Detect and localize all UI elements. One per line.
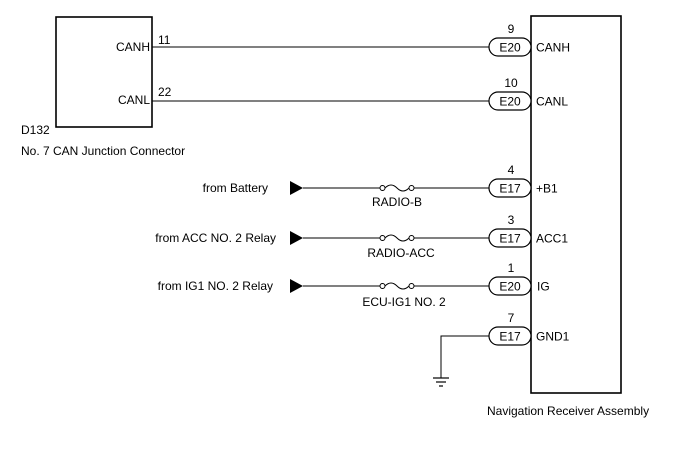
power-wire-ig: from IG1 NO. 2 Relay ECU-IG1 NO. 2	[158, 279, 489, 309]
terminal-gnd1: 7 E17 GND1	[488, 311, 570, 346]
navigation-receiver-box	[530, 15, 622, 394]
connector-code: E17	[499, 232, 521, 246]
fuse-label-radio-acc: RADIO-ACC	[367, 246, 435, 260]
ground-wire	[433, 335, 489, 387]
source-label-battery: from Battery	[203, 181, 268, 195]
signal-label: CANL	[536, 95, 568, 109]
fuse-icon	[379, 282, 415, 290]
junction-pin-label-canh: CANH	[116, 40, 150, 54]
terminal-canl: 10 E20 CANL	[488, 76, 568, 111]
terminal-ig: 1 E20 IG	[488, 261, 550, 296]
connector-code: E20	[499, 280, 521, 294]
connector-code: E17	[499, 330, 521, 344]
terminal-acc1: 3 E17 ACC1	[488, 213, 568, 248]
power-wire-acc: from ACC NO. 2 Relay RADIO-ACC	[155, 231, 489, 260]
pin-number: 7	[508, 311, 515, 325]
junction-pin-number-canl: 22	[158, 85, 172, 99]
connector-capsule	[488, 326, 532, 346]
pin-number: 3	[508, 213, 515, 227]
connector-capsule	[488, 37, 532, 57]
junction-connector-box	[55, 16, 153, 128]
connector-capsule	[488, 178, 532, 198]
connector-capsule	[488, 228, 532, 248]
pin-number: 10	[504, 76, 518, 90]
connector-code: E20	[499, 41, 521, 55]
signal-label: IG	[537, 280, 550, 294]
source-label-ig: from IG1 NO. 2 Relay	[158, 279, 273, 293]
connector-code: E20	[499, 95, 521, 109]
terminal-b1: 4 E17 +B1	[488, 163, 558, 198]
junction-pin-label-canl: CANL	[118, 93, 150, 107]
signal-label: CANH	[536, 41, 570, 55]
arrow-icon	[290, 231, 303, 245]
terminal-canh: 9 E20 CANH	[488, 22, 570, 57]
signal-label: +B1	[536, 182, 558, 196]
pin-number: 9	[508, 22, 515, 36]
connector-capsule	[488, 276, 532, 296]
junction-connector-code: D132	[21, 123, 50, 137]
fuse-label-radio-b: RADIO-B	[372, 195, 422, 209]
signal-label: GND1	[536, 330, 570, 344]
pin-number: 1	[508, 261, 515, 275]
junction-connector-name: No. 7 CAN Junction Connector	[21, 144, 185, 158]
connector-code: E17	[499, 182, 521, 196]
arrow-icon	[290, 181, 303, 195]
source-label-acc: from ACC NO. 2 Relay	[155, 231, 276, 245]
navigation-receiver-name: Navigation Receiver Assembly	[487, 404, 649, 418]
ground-icon	[433, 377, 449, 387]
fuse-label-ecu-ig1: ECU-IG1 NO. 2	[362, 295, 446, 309]
signal-label: ACC1	[536, 232, 568, 246]
junction-pin-number-canh: 11	[158, 33, 171, 47]
fuse-icon	[379, 234, 415, 242]
fuse-icon	[379, 184, 415, 192]
power-wire-battery: from Battery RADIO-B	[203, 181, 489, 209]
connector-capsule	[488, 91, 532, 111]
arrow-icon	[290, 279, 303, 293]
pin-number: 4	[508, 163, 515, 177]
